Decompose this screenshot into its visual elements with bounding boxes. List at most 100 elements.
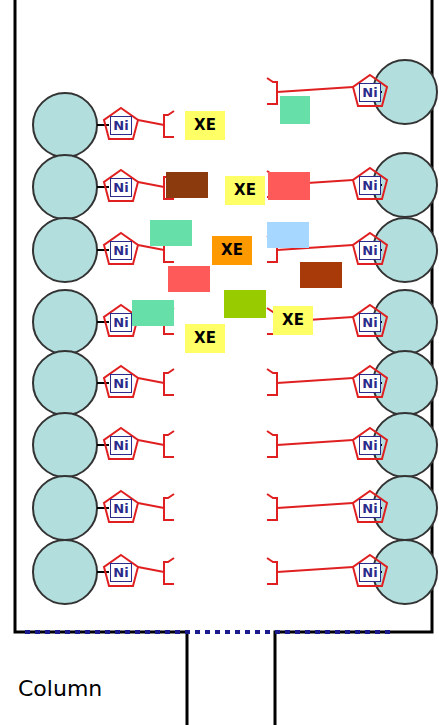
nickel-ion-box: Ni: [359, 176, 381, 195]
nickel-ion-box: Ni: [359, 241, 381, 260]
tag-linker: [138, 567, 164, 572]
nickel-ion-box: Ni: [359, 563, 381, 582]
ion-label: Ni: [362, 439, 378, 452]
ion-label: Ni: [113, 244, 129, 257]
protein-box: XE: [273, 306, 313, 335]
resin-bead: [33, 413, 97, 477]
bead-linker: [97, 321, 109, 323]
his-tag-bracket: [267, 78, 277, 104]
resin-bead: [33, 476, 97, 540]
resin-bead: [373, 476, 437, 540]
tag-linker: [277, 87, 353, 92]
chelator-ring: [104, 170, 138, 201]
resin-bead: [373, 351, 437, 415]
nickel-ion-box: Ni: [110, 178, 132, 197]
ion-label: Ni: [362, 179, 378, 192]
resin-bead: [33, 155, 97, 219]
bead-linker: [97, 249, 109, 251]
protein-block: [132, 300, 174, 326]
column-wall: [15, 0, 187, 725]
ion-label: Ni: [362, 86, 378, 99]
protein-label: XE: [190, 331, 220, 346]
his-tag-bracket: [267, 494, 277, 520]
resin-bead: [373, 60, 437, 124]
resin-bead: [373, 540, 437, 604]
chelator-ring: [104, 428, 138, 459]
resin-bead: [33, 351, 97, 415]
chelator-ring: [104, 233, 138, 264]
ion-label: Ni: [362, 566, 378, 579]
protein-box: XE: [212, 236, 252, 265]
protein-block: [168, 266, 210, 292]
protein-block: [268, 172, 310, 200]
nickel-ion-box: Ni: [110, 563, 132, 582]
protein-block: [280, 96, 310, 124]
column-frit: [25, 630, 395, 634]
ion-label: Ni: [113, 502, 129, 515]
tag-linker: [138, 120, 164, 125]
protein-box: XE: [185, 111, 225, 140]
ion-label: Ni: [113, 439, 129, 452]
bead-linker: [97, 186, 109, 188]
resin-bead: [373, 290, 437, 354]
ion-label: Ni: [113, 377, 129, 390]
protein-block: [267, 222, 309, 248]
bead-linker: [97, 507, 109, 509]
tag-linker: [277, 567, 353, 572]
tag-linker: [277, 503, 353, 508]
resin-bead: [33, 290, 97, 354]
chelator-ring: [104, 555, 138, 586]
ion-label: Ni: [113, 119, 129, 132]
column-label: Column: [18, 676, 102, 701]
nickel-ion-box: Ni: [110, 436, 132, 455]
protein-block: [150, 220, 192, 246]
chelator-ring: [104, 108, 138, 139]
tag-linker: [277, 378, 353, 383]
nickel-ion-box: Ni: [359, 374, 381, 393]
chelator-ring: [104, 366, 138, 397]
bead-linker: [97, 571, 109, 573]
chelator-ring: [353, 168, 387, 199]
chelator-ring: [104, 491, 138, 522]
chelator-ring: [353, 555, 387, 586]
resin-bead: [373, 413, 437, 477]
nickel-ion-box: Ni: [110, 241, 132, 260]
nickel-ion-box: Ni: [359, 313, 381, 332]
bead-linker: [97, 444, 109, 446]
his-tag-bracket: [164, 558, 174, 584]
ion-label: Ni: [362, 377, 378, 390]
protein-label: XE: [230, 183, 260, 198]
ion-label: Ni: [113, 181, 129, 194]
resin-bead: [33, 540, 97, 604]
his-tag-bracket: [267, 369, 277, 395]
chelator-ring: [353, 366, 387, 397]
chelator-ring: [353, 491, 387, 522]
protein-box: XE: [185, 324, 225, 353]
tag-linker: [277, 440, 353, 445]
nickel-ion-box: Ni: [359, 83, 381, 102]
ion-label: Ni: [113, 316, 129, 329]
resin-bead: [373, 218, 437, 282]
nickel-ion-box: Ni: [110, 499, 132, 518]
his-tag-bracket: [164, 369, 174, 395]
protein-box: XE: [225, 176, 265, 205]
chelator-ring: [353, 233, 387, 264]
ion-label: Ni: [362, 316, 378, 329]
his-tag-bracket: [164, 111, 174, 137]
his-tag-bracket: [164, 494, 174, 520]
ion-label: Ni: [362, 502, 378, 515]
nickel-ion-box: Ni: [110, 374, 132, 393]
resin-bead: [373, 153, 437, 217]
chelator-ring: [353, 75, 387, 106]
protein-label: XE: [190, 118, 220, 133]
resin-bead: [33, 218, 97, 282]
nickel-ion-box: Ni: [359, 436, 381, 455]
ion-label: Ni: [362, 244, 378, 257]
tag-linker: [138, 378, 164, 383]
nickel-ion-box: Ni: [359, 499, 381, 518]
nickel-ion-box: Ni: [110, 313, 132, 332]
tag-linker: [138, 182, 164, 187]
chelator-ring: [353, 305, 387, 336]
